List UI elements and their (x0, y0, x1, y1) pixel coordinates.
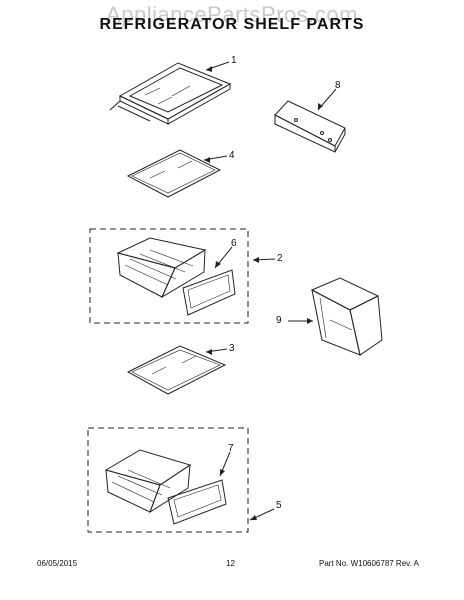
footer-part-number: Part No. W10606787 Rev. A (319, 559, 419, 568)
callout-7: 7 (228, 443, 234, 454)
callout-6: 6 (231, 238, 237, 249)
deli-drawer-cover-drawing (310, 277, 383, 356)
glass-shelf-assembly-drawing (109, 62, 232, 125)
crisper-drawer-drawing (116, 237, 236, 316)
lower-drawer-assembly-boundary (87, 427, 249, 533)
lower-drawer-drawing (104, 449, 227, 525)
callout-5: 5 (276, 500, 282, 511)
callout-8: 8 (335, 80, 341, 91)
shelf-bracket-drawing (274, 100, 346, 153)
footer-date: 06/05/2015 (37, 559, 78, 568)
callout-2: 2 (277, 253, 283, 264)
page-title: REFRIGERATOR SHELF PARTS (99, 16, 365, 33)
callout-4: 4 (229, 150, 235, 161)
callout-1: 1 (231, 55, 237, 66)
footer-page-number: 12 (226, 559, 235, 568)
glass-shelf-drawing (126, 149, 222, 198)
site-watermark: AppliancePartsPros.com (106, 2, 358, 27)
drawer-assembly-boundary (89, 228, 249, 324)
lower-glass-shelf-drawing (126, 345, 227, 395)
callout-3: 3 (229, 343, 235, 354)
callout-9: 9 (276, 315, 282, 326)
